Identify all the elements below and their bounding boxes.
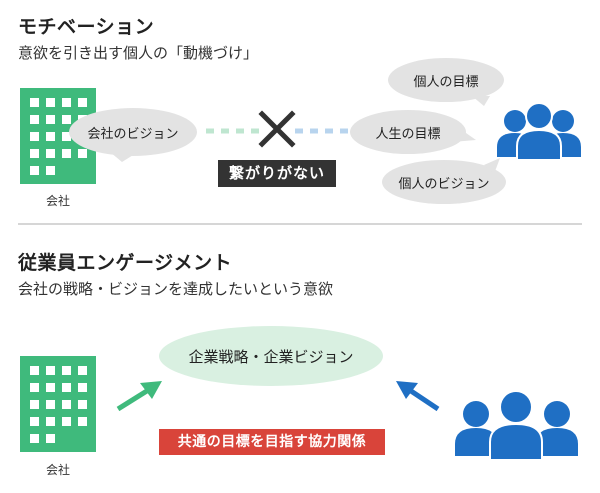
cross-icon: [258, 110, 296, 148]
life-goal-bubble-label: 人生の目標: [375, 127, 441, 142]
motivation-title: モチベーション: [18, 16, 155, 38]
engagement-title: 従業員エンゲージメント: [18, 252, 233, 274]
no-link-label: 繋がりがない: [218, 160, 336, 187]
company-vision-bubble-label: 会社のビジョン: [87, 127, 179, 142]
engagement-subtitle: 会社の戦略・ビジョンを達成したいという意欲: [18, 280, 334, 298]
motivation-subtitle: 意欲を引き出す個人の「動機づけ」: [18, 44, 259, 62]
people-group-icon-2: [455, 390, 578, 461]
arrow-up-left-icon: [396, 381, 440, 412]
personal-goal-bubble: [388, 58, 504, 106]
life-goal-bubble: [350, 110, 476, 154]
company-vision-bubble: [69, 108, 197, 162]
relation-label: 共通の目標を目指す協力関係: [159, 429, 385, 455]
shared-vision-label: 企業戦略・企業ビジョン: [188, 348, 354, 366]
personal-vision-bubble: [382, 158, 506, 204]
shared-vision-ellipse: [159, 326, 383, 386]
arrow-up-right-icon: [116, 381, 162, 412]
company-label-2: 会社: [46, 463, 71, 477]
personal-goal-bubble-label: 個人の目標: [413, 75, 479, 90]
people-group-icon: [497, 102, 581, 161]
company-label: 会社: [46, 194, 71, 208]
building-icon-2: [20, 356, 96, 452]
personal-vision-bubble-label: 個人のビジョン: [398, 177, 490, 192]
section-divider: [18, 223, 582, 225]
